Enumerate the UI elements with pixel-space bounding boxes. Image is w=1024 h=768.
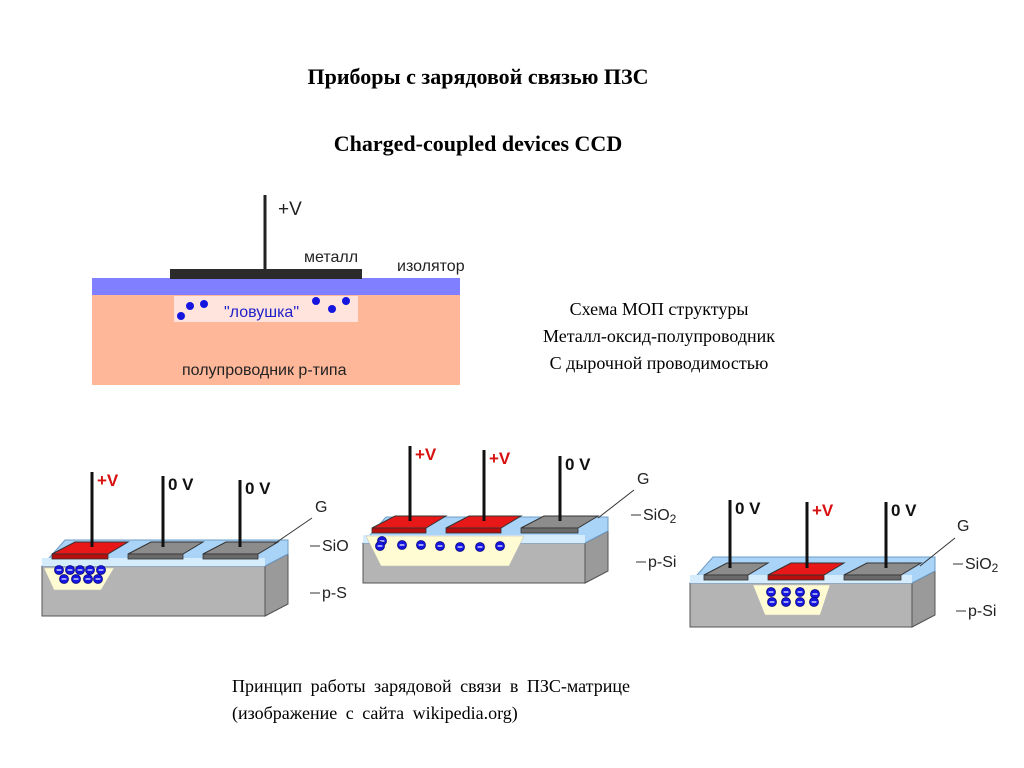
gate-leader-line: [597, 489, 635, 519]
gate-electrode-front: [127, 553, 184, 560]
substrate-label: p-S: [322, 585, 347, 602]
electrode-voltage-label: 0 V: [565, 455, 591, 474]
electron: [328, 305, 336, 313]
gate-electrode-front: [703, 574, 749, 581]
electron: [342, 297, 350, 305]
oxide-subscript: 2: [992, 561, 999, 575]
oxide-subscript: 2: [670, 512, 677, 526]
sio2-front: [42, 558, 265, 566]
electron: [177, 312, 185, 320]
electrode-voltage-label: 0 V: [168, 475, 194, 494]
metal-electrode: [170, 269, 362, 279]
ccd-caption-line: Принцип работы зарядовой связи в ПЗС-мат…: [232, 676, 630, 696]
electrode-voltage-label: 0 V: [245, 479, 271, 498]
gate-electrode-front: [767, 574, 825, 581]
gate-electrode-front: [202, 553, 259, 560]
page-subtitle: Charged-coupled devices CCD: [333, 131, 623, 156]
electrode-voltage-label: +V: [812, 501, 834, 520]
electron: [186, 302, 194, 310]
electrode-voltage-label: +V: [97, 471, 119, 490]
trap-label: "ловушка": [224, 304, 299, 321]
electrode-voltage-label: 0 V: [891, 501, 917, 520]
mos-caption-line: Металл-оксид-полупроводник: [542, 326, 776, 346]
mos-caption: Схема МОП структуры Металл-оксид-полупро…: [509, 296, 809, 377]
insulator-label: изолятор: [397, 258, 465, 275]
gate-electrode-front: [520, 527, 579, 534]
substrate-label: p-Si: [648, 554, 676, 571]
electrode-voltage-label: 0 V: [735, 499, 761, 518]
ccd-panel-3: 0 V +V 0 V G SiO2 p-Si: [688, 499, 999, 628]
gate-label: G: [315, 499, 327, 516]
trapped-electrons: [177, 297, 350, 320]
gate-electrode-front: [51, 553, 109, 560]
page-title: Приборы с зарядовой связью ПЗС: [307, 64, 649, 89]
metal-label: металл: [304, 249, 358, 266]
mos-caption-line: С дырочной проводимостью: [549, 353, 769, 373]
electron: [200, 300, 208, 308]
ccd-caption: Принцип работы зарядовой связи в ПЗС-мат…: [232, 673, 630, 727]
ccd-panel-2: +V +V 0 V G SiO2 p-Si: [361, 445, 677, 584]
mos-voltage-label: +V: [278, 199, 302, 220]
substrate-label: p-Si: [968, 603, 996, 620]
electron: [312, 297, 320, 305]
gate-label: G: [957, 518, 969, 535]
ccd-caption-line: (изображение с сайта wikipedia.org): [232, 703, 518, 723]
semiconductor-label: полупроводник р-типа: [182, 362, 347, 379]
oxide-label: SiO2: [965, 556, 999, 575]
gate-label: G: [637, 471, 649, 488]
gate-leader-line: [273, 517, 313, 545]
electrode-voltage-label: +V: [415, 445, 437, 464]
gate-electrode-front: [445, 527, 502, 534]
insulator-layer: [92, 278, 460, 295]
gate-electrode-front: [371, 527, 427, 534]
ccd-panel-1: +V 0 V 0 V G SiO p-S: [40, 471, 349, 617]
oxide-label: SiO2: [643, 507, 677, 526]
oxide-label: SiO: [322, 538, 349, 555]
gate-leader-line: [919, 537, 956, 567]
gate-electrode-front: [843, 574, 902, 581]
mos-caption-line: Схема МОП структуры: [569, 299, 749, 319]
electrode-voltage-label: +V: [489, 449, 511, 468]
potential-well: [365, 535, 525, 567]
